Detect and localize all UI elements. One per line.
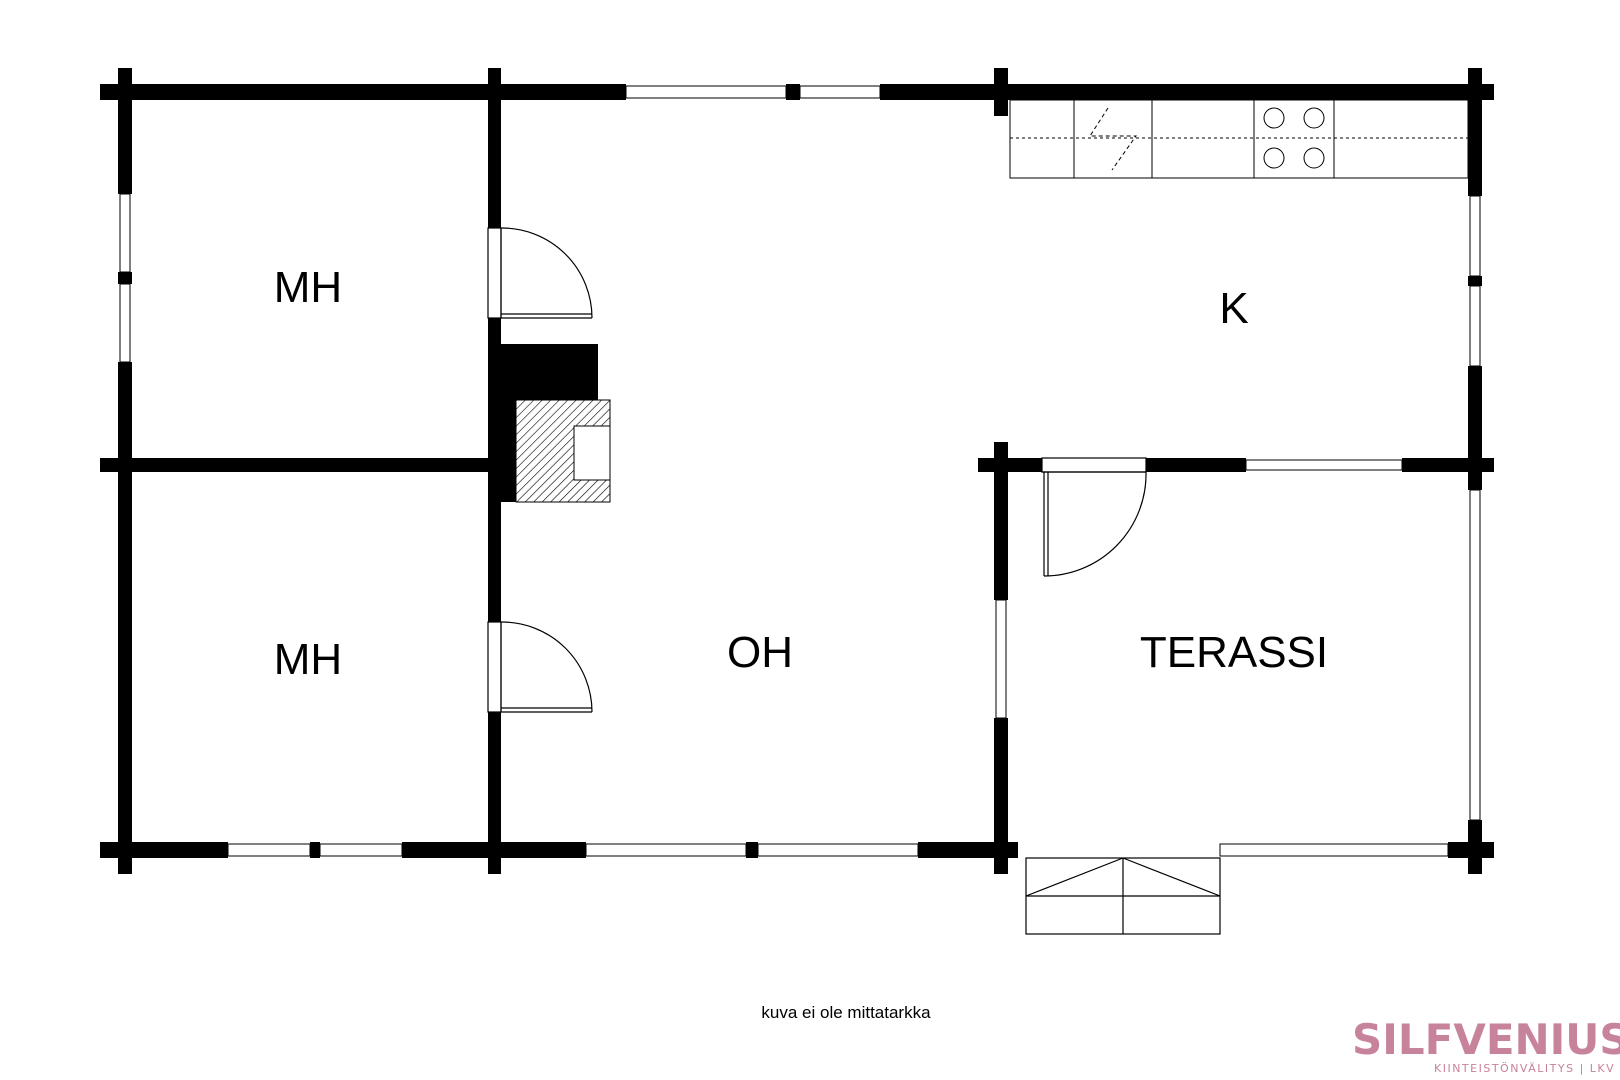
wall-terrace-left-b (994, 718, 1008, 874)
wall-bottom-d (746, 842, 758, 858)
window-terrace-top (1245, 459, 1403, 471)
door-bedroom-top-swing (500, 227, 593, 319)
window-bottom-3 (585, 843, 747, 857)
door-terrace-swing (1043, 471, 1147, 577)
window-terrace-left (995, 599, 1007, 719)
wall-bedrooms-divider (100, 458, 494, 472)
wall-bottom-e (918, 842, 1018, 858)
wall-right-c (1468, 366, 1482, 490)
wall-bottom-a (100, 842, 228, 858)
door-bedroom-bottom-frame (487, 621, 502, 713)
door-terrace-frame (1041, 457, 1147, 473)
window-right-2 (1469, 285, 1481, 367)
room-label-bedroom-top: MH (274, 263, 342, 312)
wall-top-mid (786, 84, 800, 100)
window-terrace-right (1469, 489, 1481, 821)
fireplace-opening (573, 425, 611, 481)
wall-divider-c (488, 712, 501, 874)
sink-icon (1089, 107, 1137, 171)
wall-top-right (880, 84, 1494, 100)
wall-kitchen-post (994, 68, 1008, 116)
window-bottom-1 (227, 843, 311, 857)
wall-bottom-right (1448, 842, 1494, 858)
wall-terrace-left-a (994, 442, 1008, 600)
window-terrace-bottom (1219, 843, 1449, 857)
doors (487, 227, 1147, 713)
kitchen-counter (1009, 99, 1469, 179)
window-left-2 (119, 283, 131, 363)
window-bottom-2 (319, 843, 403, 857)
window-top-2 (799, 85, 881, 99)
room-label-living-room: OH (727, 628, 793, 677)
stove-icon (1263, 107, 1325, 169)
logo-name: SILFVENIUS (1352, 1015, 1620, 1064)
window-top-1 (625, 85, 787, 99)
room-label-kitchen: K (1219, 284, 1248, 333)
wall-right-b (1468, 276, 1482, 286)
wall-divider-a (488, 68, 501, 228)
walls (100, 68, 1494, 874)
wall-terrace-top-a (978, 458, 1042, 472)
room-label-terrace: TERASSI (1140, 628, 1328, 677)
wall-right-a (1468, 68, 1482, 196)
logo-tagline: KIINTEISTÖNVÄLITYS | LKV (1434, 1062, 1615, 1075)
door-bedroom-top-frame (487, 227, 502, 319)
window-left-1 (119, 193, 131, 273)
room-label-bedroom-bottom: MH (274, 635, 342, 684)
entrance-steps (1025, 857, 1221, 935)
wall-left-b (118, 272, 132, 284)
window-bottom-4 (757, 843, 919, 857)
wall-bottom-b (310, 842, 320, 858)
chimney-stack (488, 344, 516, 502)
silfvenius-logo: SILFVENIUS KIINTEISTÖNVÄLITYS | LKV (1352, 1015, 1620, 1075)
window-right-1 (1469, 195, 1481, 277)
wall-top-left (100, 84, 626, 100)
wall-terrace-top-b (1146, 458, 1246, 472)
windows (119, 85, 1481, 857)
fireplace (515, 399, 611, 503)
wall-left-a (118, 68, 132, 194)
wall-left-c (118, 362, 132, 874)
door-bedroom-bottom-swing (500, 621, 593, 713)
wall-bottom-c (402, 842, 586, 858)
scale-note: kuva ei ole mittatarkka (761, 1003, 931, 1022)
